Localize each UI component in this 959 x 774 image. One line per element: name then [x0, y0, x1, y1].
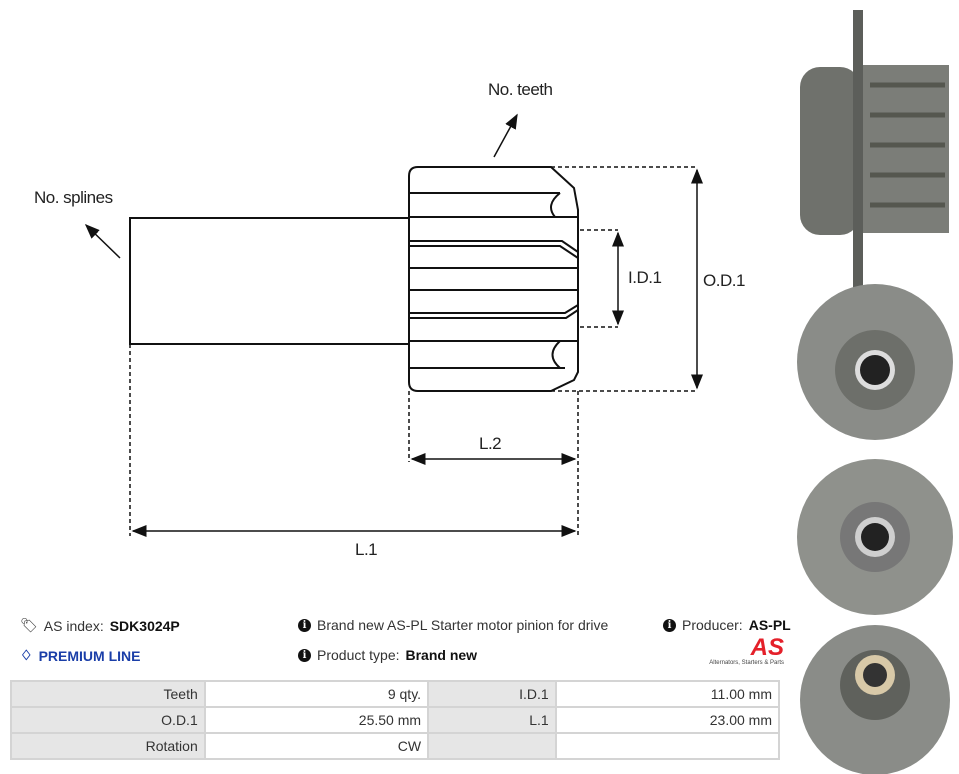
info-icon: i [663, 618, 676, 632]
info-icon: i [298, 618, 311, 632]
dimension-guides [129, 166, 697, 536]
diamond-icon: ♢ [20, 647, 33, 663]
as-index: 🏷AS index:SDK3024P [20, 617, 180, 634]
label-l2: L.2 [479, 434, 502, 453]
label-l1: L.1 [355, 540, 378, 559]
label-splines: No. splines [34, 188, 113, 207]
photo-back-view [797, 459, 953, 615]
photo-front-view [797, 284, 953, 440]
product-photos [797, 10, 953, 774]
premium-line: ♢PREMIUM LINE [20, 647, 141, 664]
dimension-arrows [84, 113, 703, 537]
pinion-outline [129, 166, 579, 392]
photo-angle-view [800, 625, 950, 774]
label-od: O.D.1 [703, 271, 745, 290]
technical-drawing [84, 113, 703, 537]
as-pl-logo: AS Alternators, Starters & Parts [709, 634, 784, 667]
label-id: I.D.1 [628, 268, 662, 287]
tag-icon: 🏷 [20, 617, 38, 633]
label-teeth: No. teeth [488, 80, 553, 99]
photo-side-view [800, 10, 949, 295]
info-icon: i [298, 648, 311, 662]
